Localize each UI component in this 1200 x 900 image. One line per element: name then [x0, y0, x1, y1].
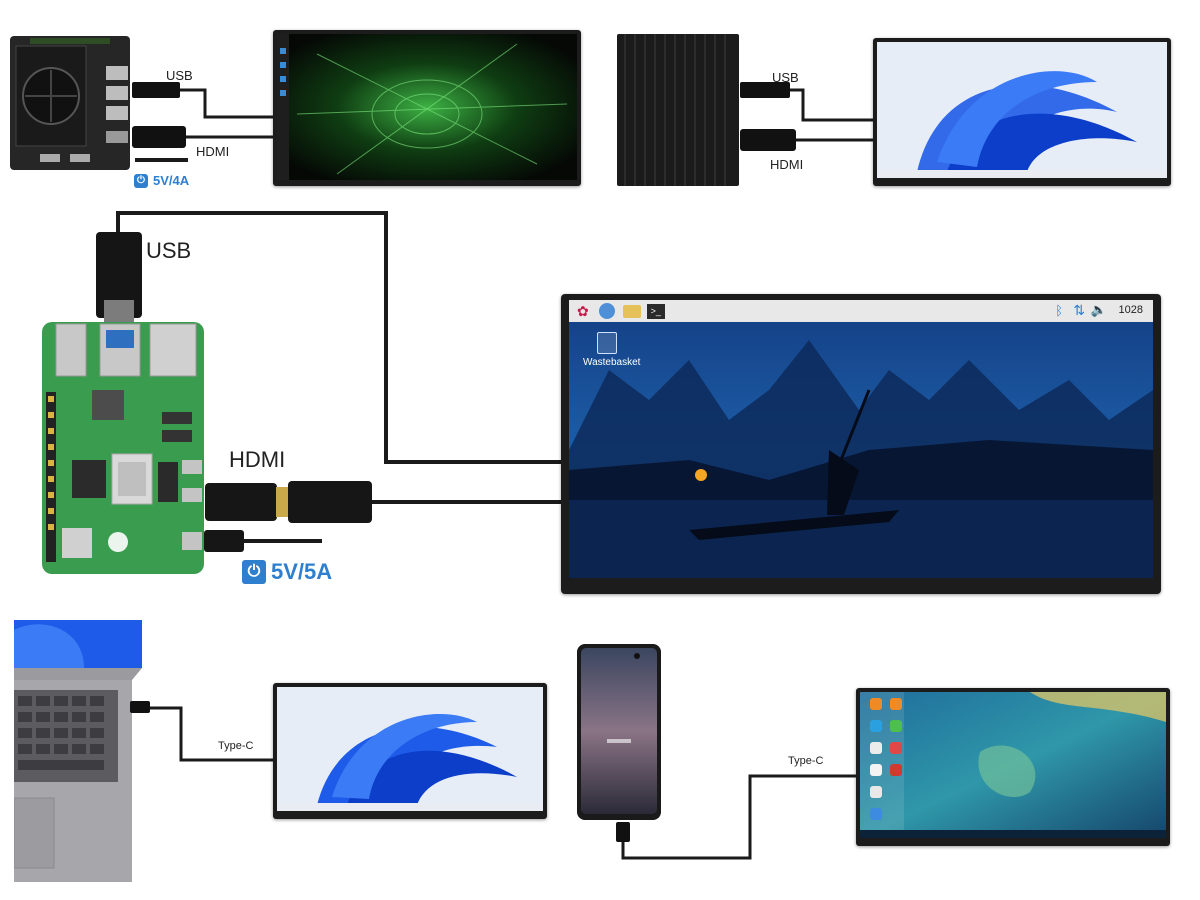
volume-icon[interactable]: 🔈 — [1090, 302, 1107, 317]
minipc-usb-label: USB — [772, 70, 799, 85]
jetson-power-spec: ⏻ 5V/4A — [134, 173, 189, 188]
minipc-hdmi-label: HDMI — [770, 157, 804, 172]
minipc-usb-cable — [790, 88, 875, 122]
mini-pc — [617, 34, 739, 186]
jetson-power-text: 5V/4A — [153, 173, 190, 188]
laptop-typec-cable — [148, 706, 275, 762]
rpi-power-plug — [204, 530, 244, 552]
laptop — [14, 620, 146, 882]
raspberry-pi-board — [42, 322, 204, 574]
phone-typec-cable — [621, 774, 857, 860]
monitor-jetson — [273, 30, 581, 186]
rpi-usb-plug-tip — [104, 300, 134, 322]
jetson-board — [10, 36, 130, 170]
monitor-rpi: ✿ >_ ᛒ ⇅ 🔈 1028 Wastebasket — [561, 294, 1161, 594]
monitor-phone-screen — [860, 692, 1166, 838]
jetson-usb-cable — [180, 88, 275, 119]
rpi-usb-label: USB — [146, 238, 192, 263]
monitor-phone — [856, 688, 1170, 846]
jetson-usb-plug — [132, 82, 180, 98]
phone — [577, 644, 661, 820]
trash-icon — [597, 332, 617, 354]
rpi-desktop-taskbar: ✿ >_ ᛒ ⇅ 🔈 1028 — [569, 300, 1153, 322]
raspberry-menu-icon[interactable]: ✿ — [577, 302, 589, 319]
monitor-jetson-screen — [277, 34, 577, 180]
monitor-minipc — [873, 38, 1171, 186]
rpi-power-spec: ⏻ 5V/5A — [242, 559, 332, 585]
ocean-wallpaper — [860, 692, 1166, 838]
jetson-wallpaper — [277, 34, 577, 180]
windows-bloom-wallpaper — [877, 42, 1167, 178]
minipc-usb-plug — [740, 82, 790, 98]
windows-taskbar — [877, 170, 1167, 178]
lake-wallpaper — [569, 300, 1153, 578]
browser-icon[interactable] — [598, 303, 615, 319]
laptop-typec-label: Type-C — [218, 740, 254, 752]
monitor-laptop-screen — [277, 687, 543, 811]
wastebasket-desktop-item[interactable]: Wastebasket — [583, 332, 640, 368]
jetson-hdmi-plug — [132, 126, 186, 148]
phone-typec-label: Type-C — [788, 755, 824, 767]
phone-typec-plug — [616, 822, 630, 842]
minipc-hdmi-plug — [740, 129, 796, 151]
rpi-usb-cable — [116, 211, 563, 464]
monitor-minipc-screen — [877, 42, 1167, 178]
laptop-typec-plug — [130, 701, 150, 713]
power-icon: ⏻ — [242, 560, 266, 584]
rpi-hdmi-label: HDMI — [229, 447, 286, 472]
rpi-power-text: 5V/5A — [271, 559, 333, 584]
monitor-rpi-screen: ✿ >_ ᛒ ⇅ 🔈 1028 Wastebasket — [569, 300, 1153, 578]
jetson-hdmi-label: HDMI — [196, 144, 230, 159]
folder-icon[interactable] — [622, 304, 641, 318]
rpi-hdmi-adapter — [205, 483, 277, 521]
rpi-hdmi-adapter-metal — [276, 487, 288, 517]
network-updown-icon[interactable]: ⇅ — [1073, 302, 1085, 318]
wastebasket-label: Wastebasket — [583, 357, 641, 368]
raspberry-logo — [108, 532, 128, 552]
rpi-hdmi-plug — [288, 481, 372, 523]
power-icon: ⏻ — [134, 173, 148, 188]
monitor-laptop — [273, 683, 547, 819]
bluetooth-icon[interactable]: ᛒ — [1055, 303, 1063, 318]
windows-bloom-wallpaper-2 — [277, 687, 543, 811]
clock: 1028 — [1118, 304, 1143, 316]
terminal-icon[interactable]: >_ — [646, 303, 665, 319]
windows-taskbar-2 — [277, 803, 543, 811]
jetson-usb-label: USB — [166, 68, 193, 83]
boat — [689, 510, 899, 540]
